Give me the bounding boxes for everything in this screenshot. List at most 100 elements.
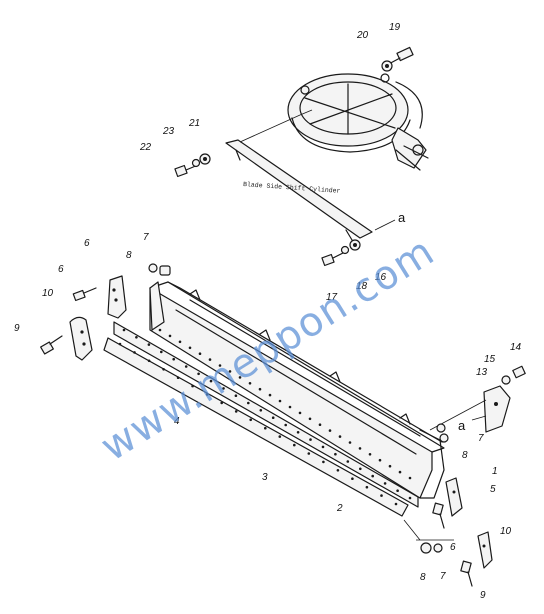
part-label: 20 <box>356 30 369 41</box>
part-label: 5 <box>490 484 496 495</box>
bolt-hole <box>380 494 383 497</box>
bolt-hole <box>158 328 162 332</box>
bolt-hole <box>346 460 350 463</box>
part-label: 8 <box>462 450 468 461</box>
bolt-hole <box>278 399 282 403</box>
part-label: 2 <box>336 503 343 514</box>
bolt-hole <box>321 445 325 449</box>
washer-15 <box>501 375 511 385</box>
part-label: 3 <box>262 472 268 483</box>
bolt-hole <box>271 416 275 420</box>
bolt-hole <box>293 443 296 447</box>
washer-23 <box>191 158 201 168</box>
bolt-hole <box>220 401 223 405</box>
bolt-hole <box>334 452 337 456</box>
bolt-hole <box>249 418 252 422</box>
part-label: 9 <box>480 590 486 601</box>
cutting-edge-3 <box>113 321 419 508</box>
end-bit-left-10 <box>69 316 93 361</box>
part-label: 4 <box>174 416 180 427</box>
bolt-hole <box>168 334 172 338</box>
bolt-6-right <box>432 502 445 529</box>
bolt-hole <box>184 365 188 368</box>
reference-letter: a <box>398 210 406 225</box>
bolt-hole <box>197 372 200 376</box>
bolt-hole <box>147 359 151 363</box>
bolt-hole <box>209 379 213 383</box>
bolt-hole <box>147 343 151 346</box>
bolt-6-left <box>72 287 97 302</box>
part-label: 6 <box>450 542 456 553</box>
washer-8-right-upper <box>439 433 449 443</box>
washer-21 <box>199 153 211 165</box>
bolt-hole <box>133 351 136 354</box>
part-label: 14 <box>510 342 522 353</box>
bolt-hole <box>160 350 163 354</box>
washer-7-right-lower <box>433 543 443 553</box>
bolt-hole <box>228 370 232 373</box>
bolt-hole <box>198 352 202 356</box>
bolt-9-right <box>460 560 473 587</box>
bolt-hole <box>308 417 312 421</box>
bolt-14 <box>512 365 526 379</box>
bolt-hole <box>188 346 192 350</box>
bolt-hole <box>222 387 225 390</box>
part-label: 15 <box>484 354 496 365</box>
bolt-hole <box>371 474 375 478</box>
part-labels: 1920212322161817131514687610943215871067… <box>14 22 522 601</box>
part-label: 10 <box>42 288 54 299</box>
bolt-hole <box>247 401 250 405</box>
bolt-hole <box>268 393 272 397</box>
bolt-hole <box>248 382 252 385</box>
part-label: 10 <box>500 526 512 537</box>
bracket-13 <box>483 385 511 433</box>
bolt-9-left <box>40 335 63 355</box>
bolt-hole <box>359 467 362 471</box>
part-label: 21 <box>188 118 200 129</box>
bolt-hole <box>234 410 238 413</box>
bolt-hole <box>258 387 262 391</box>
bolt-hole <box>234 394 238 398</box>
bolt-hole <box>365 485 369 489</box>
washer-16 <box>349 239 361 251</box>
bolt-hole <box>162 368 165 371</box>
bolt-hole <box>309 438 312 441</box>
part-label: 8 <box>126 250 132 261</box>
bolt-hole <box>259 409 263 412</box>
part-label: 22 <box>139 142 152 153</box>
nut-7-left <box>159 265 171 276</box>
washer-8-left <box>148 263 158 273</box>
bolt-hole <box>351 477 354 481</box>
bolt-hole <box>118 342 122 346</box>
bolt-hole <box>278 435 282 438</box>
end-plate-left <box>107 275 165 331</box>
part-label: 16 <box>375 272 387 283</box>
end-plate-right-5 <box>445 477 463 517</box>
bolt-hole <box>288 405 292 409</box>
reference-letter: a <box>458 418 466 433</box>
bolt-hole <box>135 336 138 339</box>
reference-a-leader-top <box>374 219 396 231</box>
nut-8-right-lower <box>420 542 432 554</box>
part-label: 18 <box>356 281 368 292</box>
part-label: 17 <box>326 292 338 303</box>
bolt-17 <box>321 251 346 267</box>
part-label: 6 <box>58 264 64 275</box>
part-label: 7 <box>478 433 484 444</box>
nut-7-right-upper <box>436 423 446 433</box>
circle-frame-assembly <box>287 73 429 171</box>
bolt-hole <box>368 453 372 456</box>
part-label: 23 <box>162 126 175 137</box>
part-label: 8 <box>420 572 426 583</box>
bolt-hole <box>398 470 402 474</box>
bolt-hole <box>358 447 362 450</box>
part-label: 1 <box>492 466 498 477</box>
cutting-edge-2 <box>103 337 409 517</box>
bolt-hole <box>322 460 325 464</box>
end-bit-right-10 <box>477 531 493 569</box>
bolt-hole <box>338 435 342 438</box>
right-lower-leader <box>403 519 454 541</box>
part-label: 13 <box>476 367 488 378</box>
bolt-hole <box>122 328 126 332</box>
reference-a-leader-bottom <box>471 415 487 421</box>
